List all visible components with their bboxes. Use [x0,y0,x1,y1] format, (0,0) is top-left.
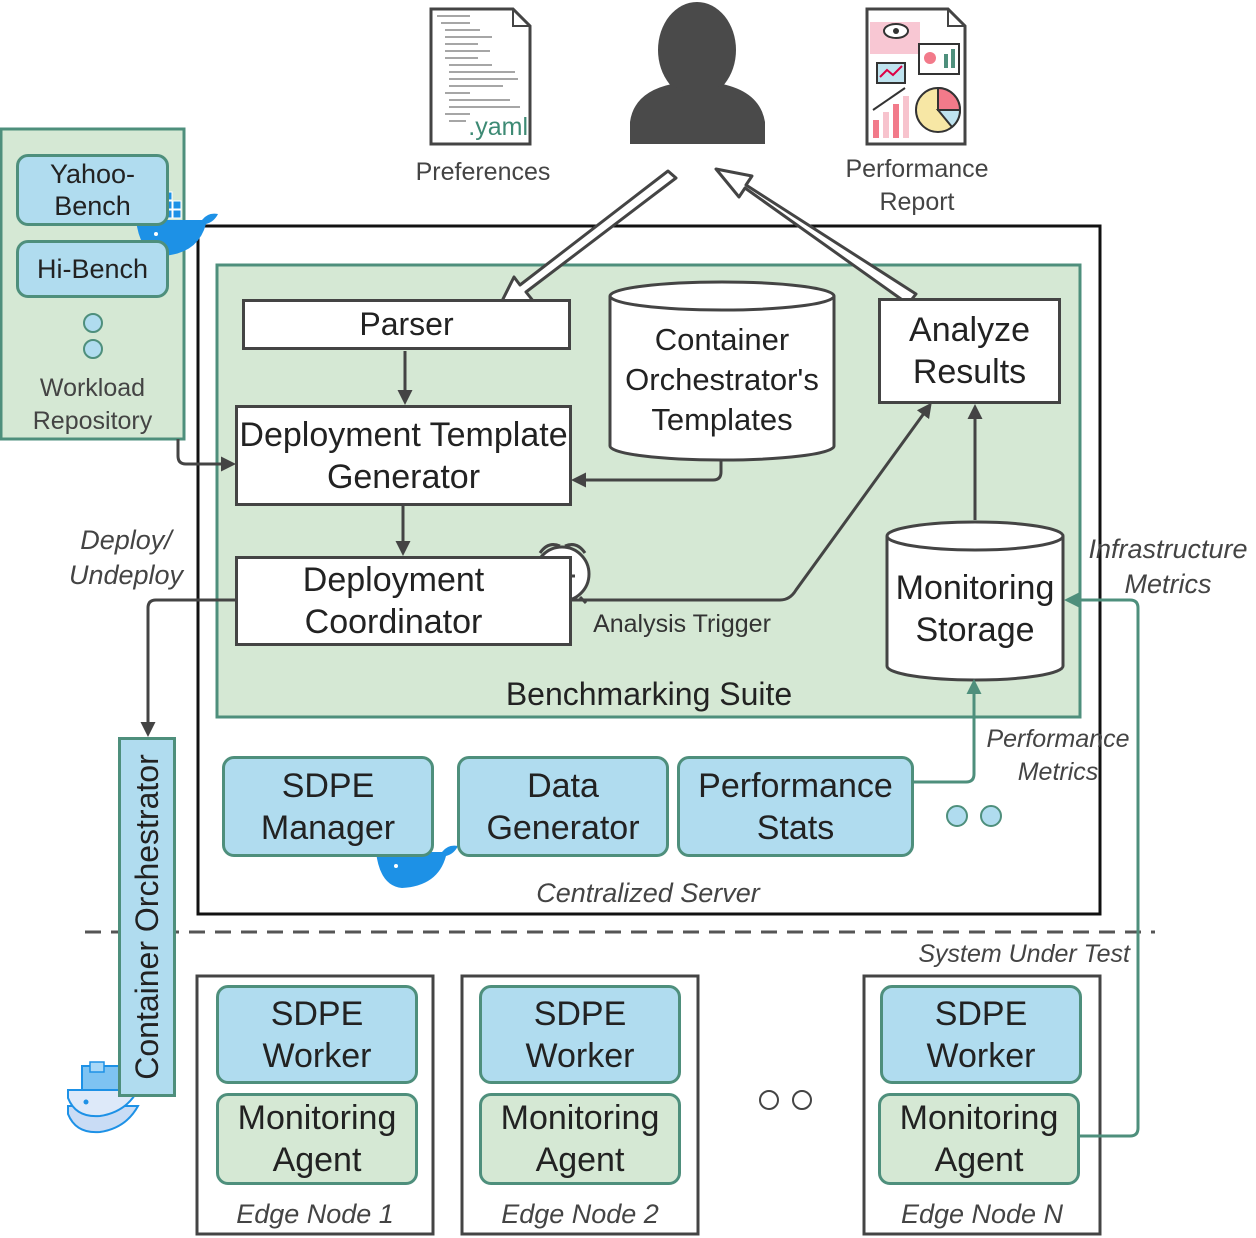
ellipsis-dot [946,805,968,827]
infrastructure-metrics-label: Infrastructure Metrics [1088,534,1248,599]
system-under-test-label: System Under Test [918,940,1130,968]
yaml-document-icon [429,7,532,146]
monitoring-agent-box[interactable]: Monitoring Agent [479,1093,681,1185]
performance-metrics-label: Performance Metrics [986,725,1130,786]
yaml-extension-label: .yaml [468,113,528,141]
workload-repository-label: Workload Repository [32,374,153,435]
arrow-analyze-to-user [714,167,918,306]
container-orchestrator-bar[interactable]: Container Orchestrator [118,737,176,1097]
ellipsis-dot [759,1090,779,1110]
sdpe-manager-box[interactable]: SDPE Manager [222,756,434,857]
sdpe-worker-box[interactable]: SDPE Worker [216,985,418,1084]
parser-box[interactable]: Parser [242,299,571,350]
ellipsis-dot [980,805,1002,827]
templates-label[interactable]: Container Orchestrator's Templates [625,322,819,437]
deploy-undeploy-label: Deploy/ Undeploy [68,525,184,590]
container-orchestrator-label: Container Orchestrator [128,754,165,1080]
preferences-label: Preferences [415,157,551,186]
performance-report-label: Performance Report [845,155,989,216]
analyze-results-box[interactable]: Analyze Results [878,298,1061,404]
analysis-trigger-label: Analysis Trigger [593,609,771,638]
sdpe-worker-box[interactable]: SDPE Worker [880,985,1082,1084]
performance-stats-box[interactable]: Performance Stats [677,756,914,857]
monitoring-storage-label[interactable]: Monitoring Storage [895,569,1055,649]
arrow-performance-stats-to-storage [914,679,982,784]
centralized-server-label: Centralized Server [536,877,760,908]
edge-node-label: Edge Node 2 [501,1198,659,1229]
ellipsis-dot [83,313,103,333]
ellipsis-dot [83,339,103,359]
report-document-icon [865,7,967,146]
workload-yahoo-bench[interactable]: Yahoo-Bench [16,154,169,226]
data-generator-box[interactable]: Data Generator [457,756,669,857]
ellipsis-dot [792,1090,812,1110]
deployment-template-generator-box[interactable]: Deployment Template Generator [235,405,572,506]
monitoring-storage-cylinder [885,520,1065,682]
edge-node-label: Edge Node N [900,1198,1064,1229]
deployment-coordinator-box[interactable]: Deployment Coordinator [235,556,572,646]
edge-node-label: Edge Node 1 [236,1198,394,1229]
arrow-repository-to-generator [176,439,236,472]
sdpe-worker-box[interactable]: SDPE Worker [479,985,681,1084]
user-icon [630,2,765,144]
monitoring-agent-box[interactable]: Monitoring Agent [216,1093,418,1185]
workload-hi-bench[interactable]: Hi-Bench [16,240,169,298]
arrow-coordinator-to-orchestrator [140,598,236,737]
arrow-user-to-parser [495,169,678,313]
arrow-trigger-to-analyze [572,402,932,602]
monitoring-agent-box[interactable]: Monitoring Agent [878,1093,1080,1185]
benchmarking-suite-label: Benchmarking Suite [505,675,793,712]
arrow-templates-to-generator [571,460,723,488]
arrow-agent-to-storage [1064,592,1140,1138]
